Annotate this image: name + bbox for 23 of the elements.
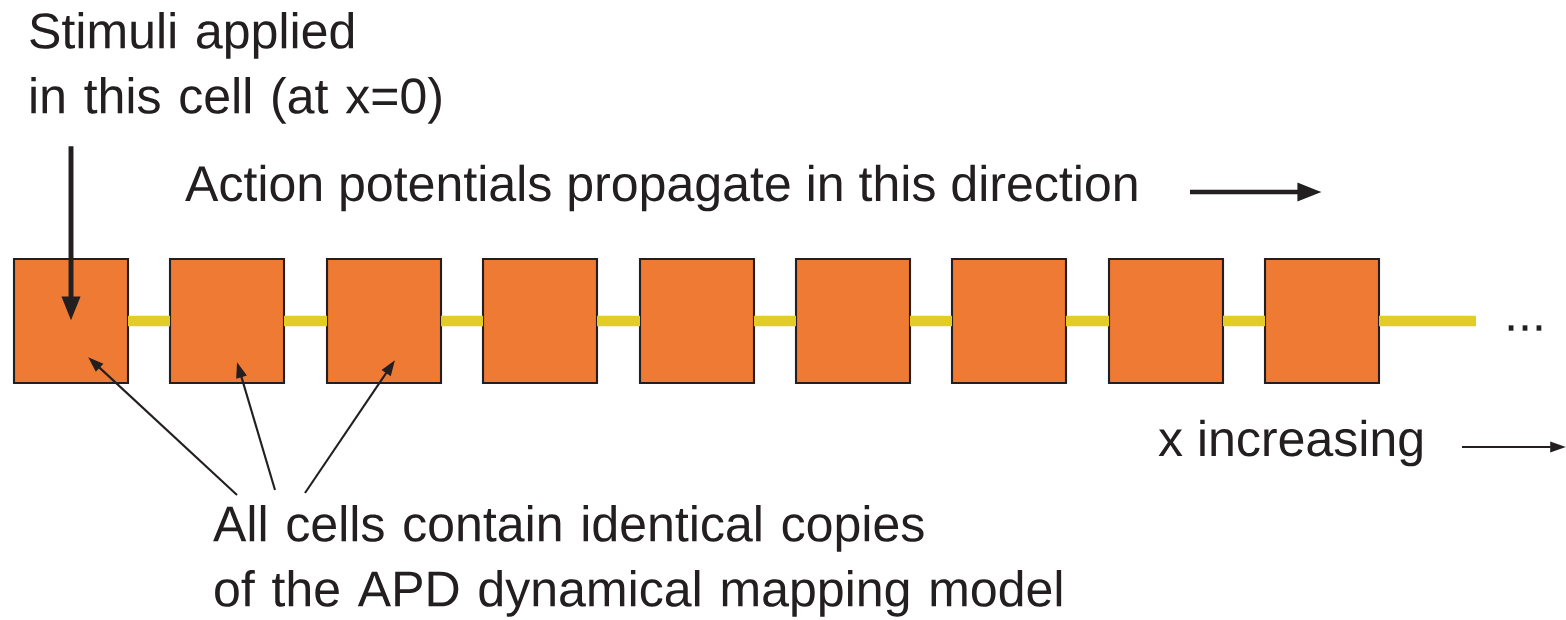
- cell-box: [481, 257, 599, 385]
- cell-box: [1263, 257, 1381, 385]
- connector-bar: [1223, 315, 1265, 327]
- cell-box: [1107, 257, 1225, 385]
- cell-box: [794, 257, 912, 385]
- connector-bar: [910, 315, 952, 327]
- connector-bar: [597, 315, 640, 327]
- connector-bar: [441, 315, 483, 327]
- connector-bar: [128, 315, 170, 327]
- text-label: Stimuli applied in this cell (at x=0): [30, 12, 441, 124]
- cell-box: [325, 257, 443, 385]
- text-label: All cells contain identical copies of the APD dynamical mapping model: [213, 505, 1062, 617]
- cell-box: [638, 257, 756, 385]
- cell-box: [950, 257, 1068, 385]
- text-label: ...: [1508, 325, 1542, 331]
- cell-box: [168, 257, 286, 385]
- cell-box: [12, 257, 130, 385]
- text-label: x increasing: [1158, 419, 1422, 467]
- text-label: Action potentials propagate in this direction: [185, 164, 1137, 212]
- connector-bar: [1379, 315, 1476, 327]
- connector-bar: [284, 315, 327, 327]
- connector-bar: [754, 315, 796, 327]
- connector-bar: [1066, 315, 1109, 327]
